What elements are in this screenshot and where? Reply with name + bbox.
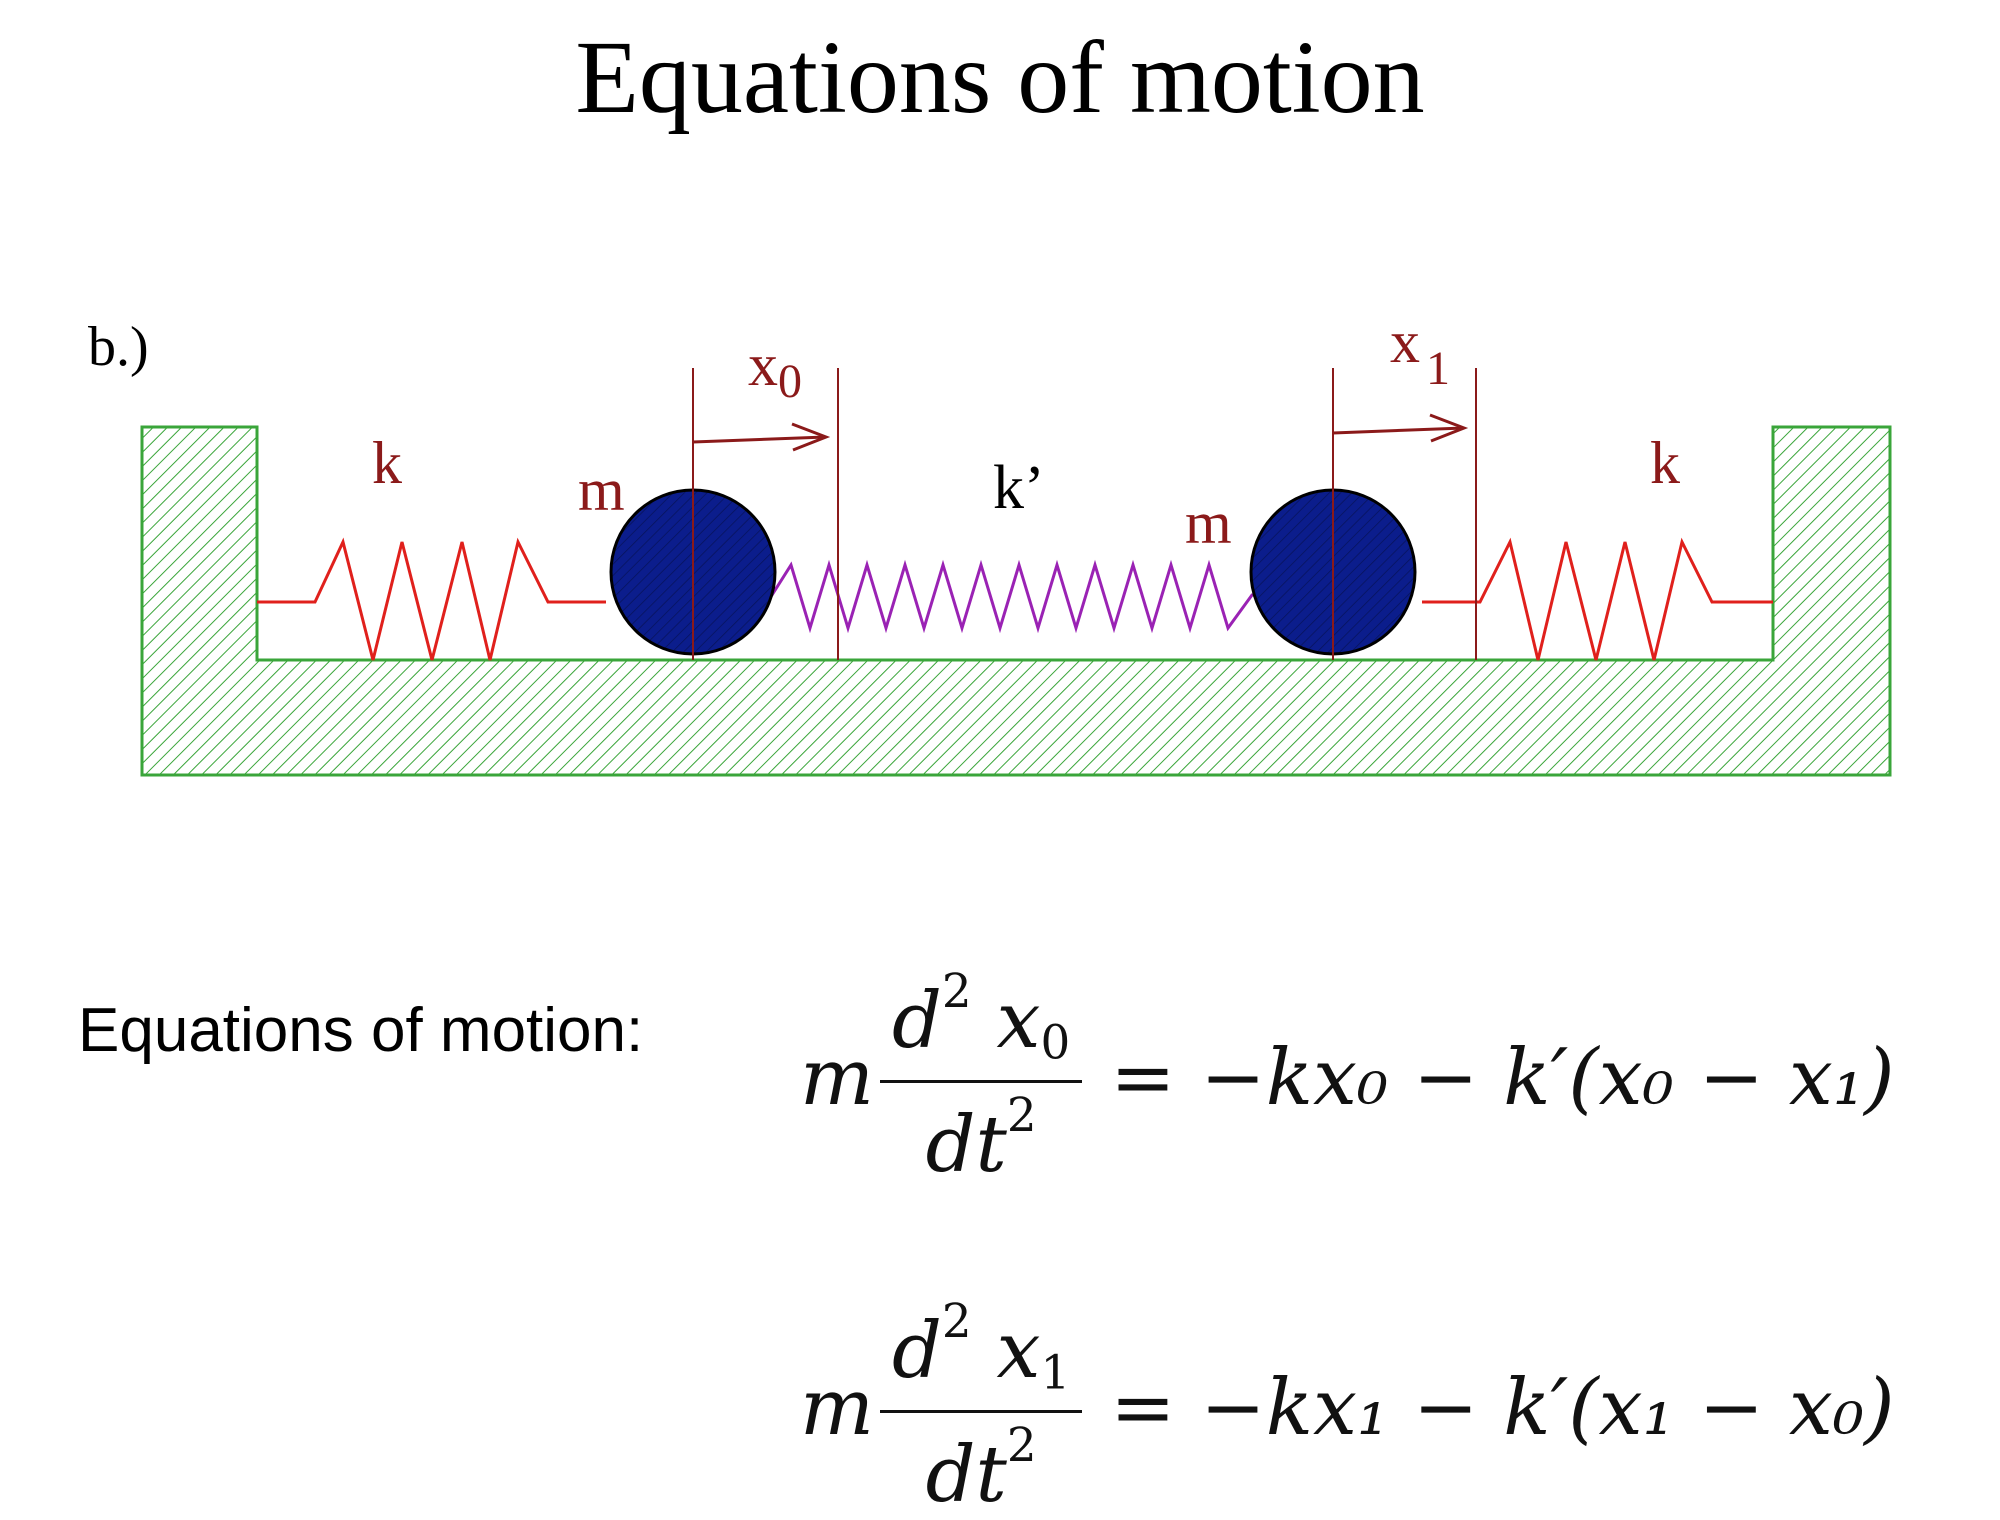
spring-middle	[706, 559, 1316, 634]
eq2-num-sub: 1	[1040, 1346, 1071, 1401]
equations-label: Equations of motion:	[78, 996, 644, 1065]
x1-arrow	[1332, 413, 1469, 443]
label-x0-base: x	[748, 332, 778, 398]
equation-x0: m d2 x0 dt2 = −kx₀ − k′(x₀ − x₁)	[800, 965, 1895, 1190]
eq2-num-var: x	[996, 1305, 1041, 1396]
x0-arrow	[692, 422, 831, 452]
eq1-den-dt: dt	[925, 1100, 1007, 1191]
label-m-right: m	[1185, 490, 1232, 556]
label-k-right: k	[1650, 430, 1680, 496]
label-x1-sub: 1	[1426, 342, 1450, 395]
eq1-fraction: d2 x0 dt2	[879, 965, 1083, 1190]
spring-left	[257, 537, 606, 661]
page-title: Equations of motion	[575, 20, 1425, 135]
eq2-numerator: d2 x1	[879, 1295, 1083, 1414]
label-m-left: m	[578, 457, 625, 523]
label-k-prime: k’	[993, 454, 1045, 522]
panel-label: b.)	[88, 316, 149, 378]
label-x1-base: x	[1390, 309, 1420, 375]
label-x0-sub: 0	[778, 355, 802, 408]
eq2-num-exp: 2	[941, 1295, 972, 1349]
eq1-num-exp: 2	[941, 965, 972, 1019]
eq2-denominator: dt2	[926, 1413, 1037, 1520]
eq2-den-dt: dt	[925, 1430, 1007, 1520]
spring-right	[1422, 537, 1773, 661]
eq1-rhs: = −kx₀ − k′(x₀ − x₁)	[1110, 1032, 1895, 1123]
label-x0: x0	[748, 332, 802, 408]
label-k-left: k	[372, 430, 402, 496]
eq1-den-exp: 2	[1006, 1089, 1037, 1144]
eq2-mass: m	[800, 1362, 874, 1453]
eq1-denominator: dt2	[926, 1083, 1037, 1190]
eq1-num-sub: 0	[1040, 1016, 1071, 1071]
equation-x1: m d2 x1 dt2 = −kx₁ − k′(x₁ − x₀)	[800, 1295, 1895, 1520]
eq1-numerator: d2 x0	[879, 965, 1083, 1084]
eq2-num-d: d	[891, 1305, 942, 1396]
eq1-num-var: x	[996, 975, 1041, 1066]
eq2-rhs: = −kx₁ − k′(x₁ − x₀)	[1110, 1362, 1895, 1453]
eq2-den-exp: 2	[1006, 1419, 1037, 1474]
eq1-mass: m	[800, 1032, 874, 1123]
eq1-num-d: d	[891, 975, 942, 1066]
container-wall	[140, 425, 1892, 777]
eq2-fraction: d2 x1 dt2	[879, 1295, 1083, 1520]
